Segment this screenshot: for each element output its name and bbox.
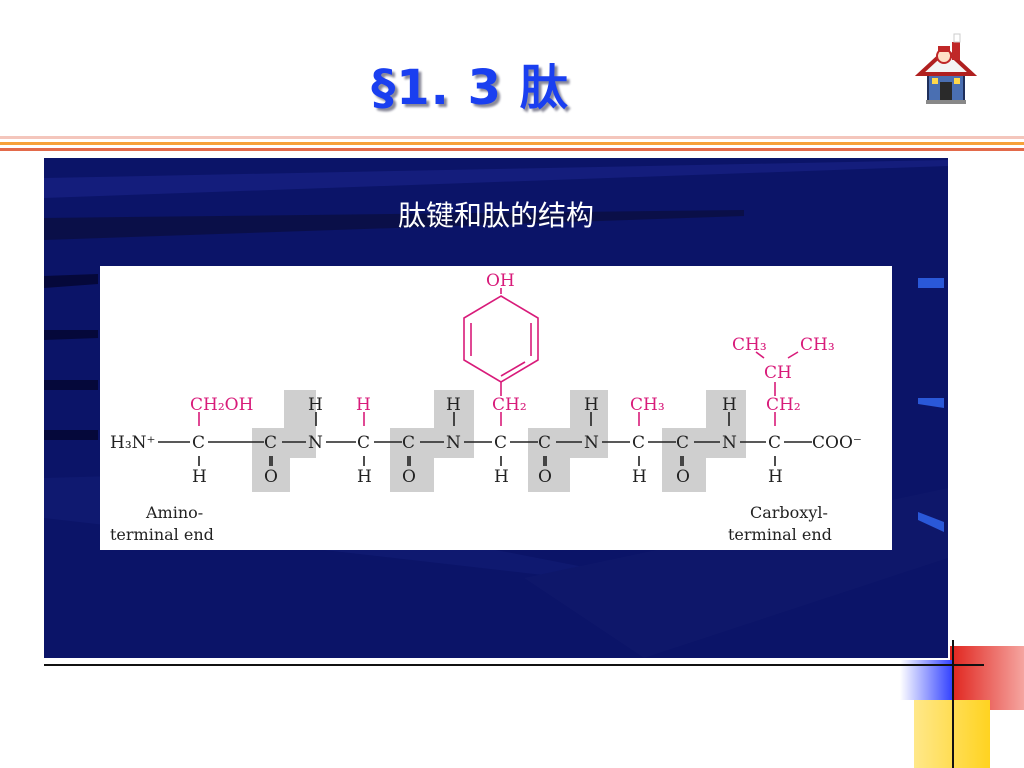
carboxyl-terminal-group: COO⁻	[812, 433, 862, 453]
leucine-methylene: CH₂	[766, 395, 801, 415]
amide-hydrogen-1: H	[308, 395, 323, 415]
panel-subtitle: 肽键和肽的结构	[397, 199, 594, 232]
alpha-hydrogen-3: H	[494, 467, 509, 487]
leucine-methyl-left: CH₃	[732, 335, 767, 355]
amide-hydrogen-2: H	[446, 395, 461, 415]
alanine-side-chain: CH₃	[630, 395, 665, 415]
amide-nitrogen-4: N	[722, 433, 737, 453]
alpha-carbon-1: C	[192, 433, 205, 453]
tyrosine-hydroxyl: OH	[486, 271, 515, 291]
alpha-carbon-5: C	[768, 433, 781, 453]
carboxyl-terminal-label-line1: Carboxyl-	[750, 503, 828, 522]
amide-nitrogen-3: N	[584, 433, 599, 453]
carbonyl-oxygen-3: O	[538, 467, 552, 487]
peptide-bond-highlight-3	[528, 390, 608, 492]
peptide-structure-figure: H₃N⁺ C H C O N H C H C O N H C H C O N H…	[100, 266, 892, 550]
serine-side-chain: CH₂OH	[190, 395, 253, 415]
amide-nitrogen-2: N	[446, 433, 461, 453]
leucine-methine: CH	[764, 363, 792, 383]
amino-terminal-label-line2: terminal end	[110, 525, 214, 544]
peptide-bond-highlight-2	[390, 390, 474, 492]
amide-hydrogen-3: H	[584, 395, 599, 415]
carbonyl-oxygen-2: O	[402, 467, 416, 487]
peptide-bond-highlight-4	[662, 390, 746, 492]
amide-hydrogen-4: H	[722, 395, 737, 415]
alpha-carbon-2: C	[357, 433, 370, 453]
corner-black-line-horizontal	[44, 664, 984, 666]
alpha-hydrogen-2: H	[357, 467, 372, 487]
carbonyl-oxygen-1: O	[264, 467, 278, 487]
leucine-branches	[755, 351, 799, 396]
corner-red-block	[950, 646, 1024, 710]
title-rule-middle	[0, 142, 1024, 145]
glycine-side-chain: H	[356, 395, 371, 415]
amino-terminal-group: H₃N⁺	[110, 433, 156, 453]
carboxyl-terminal-label-line2: terminal end	[728, 525, 832, 544]
amide-nitrogen-1: N	[308, 433, 323, 453]
carbonyl-carbon-2: C	[402, 433, 415, 453]
corner-blue-block	[900, 660, 954, 700]
carbonyl-carbon-4: C	[676, 433, 689, 453]
corner-black-line-vertical	[952, 640, 954, 768]
tyrosine-methylene: CH₂	[492, 395, 527, 415]
peptide-bond-highlight-1	[252, 390, 316, 492]
alpha-hydrogen-4: H	[632, 467, 647, 487]
title-rule-top	[0, 136, 1024, 139]
amino-terminal-label-line1: Amino-	[145, 503, 203, 522]
alpha-hydrogen-5: H	[768, 467, 783, 487]
title-rule-bottom	[0, 148, 1024, 151]
carbonyl-carbon-1: C	[264, 433, 277, 453]
slide-title: §1. 3 肽	[371, 60, 569, 116]
alpha-carbon-4: C	[632, 433, 645, 453]
tyrosine-ring	[463, 288, 539, 396]
peptide-bond-highlights	[252, 390, 746, 492]
leucine-methyl-right: CH₃	[800, 335, 835, 355]
alpha-carbon-3: C	[494, 433, 507, 453]
carbonyl-oxygen-4: O	[676, 467, 690, 487]
content-panel: 肽键和肽的结构	[44, 158, 948, 658]
carbonyl-carbon-3: C	[538, 433, 551, 453]
home-icon[interactable]	[914, 32, 978, 112]
alpha-hydrogen-1: H	[192, 467, 207, 487]
backbone-bonds	[158, 412, 812, 466]
